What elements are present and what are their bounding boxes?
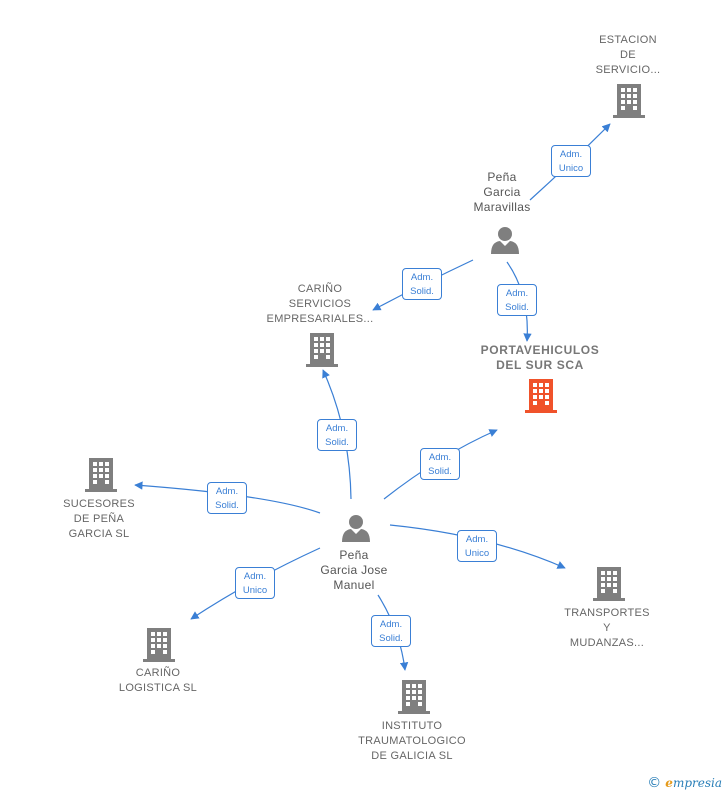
company-label-carino-servicios[interactable]: CARIÑO SERVICIOS EMPRESARIALES... <box>267 282 374 327</box>
edge-label-line: Solid. <box>379 633 403 644</box>
edge-label-jose-carino-servicios[interactable]: Adm. Solid. <box>317 419 357 451</box>
label-line: SERVICIO... <box>595 64 661 76</box>
edge-label-maravillas-estacion[interactable]: Adm. Unico <box>551 145 591 177</box>
edge-label-jose-transportes[interactable]: Adm. Unico <box>457 530 497 562</box>
edge-label-line: Unico <box>558 163 584 174</box>
company-label-sucesores[interactable]: SUCESORES DE PEÑA GARCIA SL <box>63 497 135 542</box>
label-line: TRAUMATOLOGICO <box>358 735 466 747</box>
edge-label-line: Adm. <box>379 619 403 630</box>
label-line: SUCESORES <box>63 498 135 510</box>
company-label-carino-logistica[interactable]: CARIÑO LOGISTICA SL <box>119 666 197 696</box>
edge-label-line: Solid. <box>215 500 239 511</box>
building-icon[interactable] <box>306 333 338 367</box>
label-line: CARIÑO <box>297 283 343 295</box>
company-label-instituto[interactable]: INSTITUTO TRAUMATOLOGICO DE GALICIA SL <box>358 719 466 764</box>
building-icon[interactable] <box>85 458 117 492</box>
edge-label-line: Unico <box>464 548 490 559</box>
edge-label-jose-instituto[interactable]: Adm. Solid. <box>371 615 411 647</box>
edge-label-jose-portavehiculos[interactable]: Adm. Solid. <box>420 448 460 480</box>
label-line: DE GALICIA SL <box>371 750 453 762</box>
label-line: EMPRESARIALES... <box>266 313 374 325</box>
label-line: Y <box>603 622 611 634</box>
label-line: GARCIA SL <box>68 528 130 540</box>
brand-initial: e <box>665 776 673 790</box>
edge-label-line: Adm. <box>559 149 583 160</box>
edge-label-line: Solid. <box>325 437 349 448</box>
label-line: Garcia <box>483 185 521 199</box>
edge-label-line: Adm. <box>465 534 489 545</box>
person-label-jose-manuel[interactable]: Peña Garcia Jose Manuel <box>320 548 387 593</box>
edge-label-jose-carino-logistica[interactable]: Adm. Unico <box>235 567 275 599</box>
label-line: Peña <box>339 548 369 562</box>
edge-label-line: Adm. <box>243 571 267 582</box>
label-line: TRANSPORTES <box>564 607 650 619</box>
label-line: MUDANZAS... <box>569 637 645 649</box>
edge-label-line: Solid. <box>410 286 434 297</box>
label-line: CARIÑO <box>135 667 181 679</box>
edge-label-line: Adm. <box>505 288 529 299</box>
building-icon[interactable] <box>398 680 430 714</box>
company-label-transportes[interactable]: TRANSPORTES Y MUDANZAS... <box>564 606 650 651</box>
brand-logo: ©empresia <box>647 775 722 791</box>
edge-label-maravillas-carino-servicios[interactable]: Adm. Solid. <box>402 268 442 300</box>
person-icon[interactable] <box>341 514 371 542</box>
label-line: PORTAVEHICULOS <box>480 343 600 357</box>
edge-line-jose-sucesores <box>134 481 321 514</box>
company-label-estacion[interactable]: ESTACION DE SERVICIO... <box>596 33 661 78</box>
label-line: ESTACION <box>599 34 657 46</box>
edge-label-line: Adm. <box>215 486 239 497</box>
building-icon[interactable] <box>613 84 645 118</box>
label-line: DEL SUR SCA <box>496 358 584 372</box>
edge-label-jose-sucesores[interactable]: Adm. Solid. <box>207 482 247 514</box>
edge-label-line: Solid. <box>505 302 529 313</box>
edge-label-line: Adm. <box>410 272 434 283</box>
label-line: DE <box>620 49 636 61</box>
edge-label-line: Adm. <box>325 423 349 434</box>
label-line: LOGISTICA SL <box>118 682 198 694</box>
person-icon[interactable] <box>490 226 520 254</box>
copyright-icon: © <box>647 775 662 791</box>
edge-label-line: Adm. <box>428 452 452 463</box>
edge-label-line: Solid. <box>428 466 452 477</box>
label-line: DE PEÑA <box>73 513 125 525</box>
building-icon[interactable] <box>143 628 175 662</box>
company-label-portavehiculos[interactable]: PORTAVEHICULOS DEL SUR SCA <box>481 343 600 373</box>
label-line: Garcia Jose <box>320 563 388 577</box>
edge-label-maravillas-portavehiculos[interactable]: Adm. Solid. <box>497 284 537 316</box>
label-line: Peña <box>487 170 517 184</box>
brand-name: mpresia <box>672 776 722 790</box>
label-line: Manuel <box>333 578 375 592</box>
edge-label-line: Unico <box>242 585 268 596</box>
person-label-maravillas[interactable]: Peña Garcia Maravillas <box>473 170 530 215</box>
label-line: INSTITUTO <box>381 720 443 732</box>
label-line: SERVICIOS <box>288 298 352 310</box>
building-icon[interactable] <box>525 379 557 413</box>
building-icon[interactable] <box>593 567 625 601</box>
label-line: Maravillas <box>473 200 531 214</box>
